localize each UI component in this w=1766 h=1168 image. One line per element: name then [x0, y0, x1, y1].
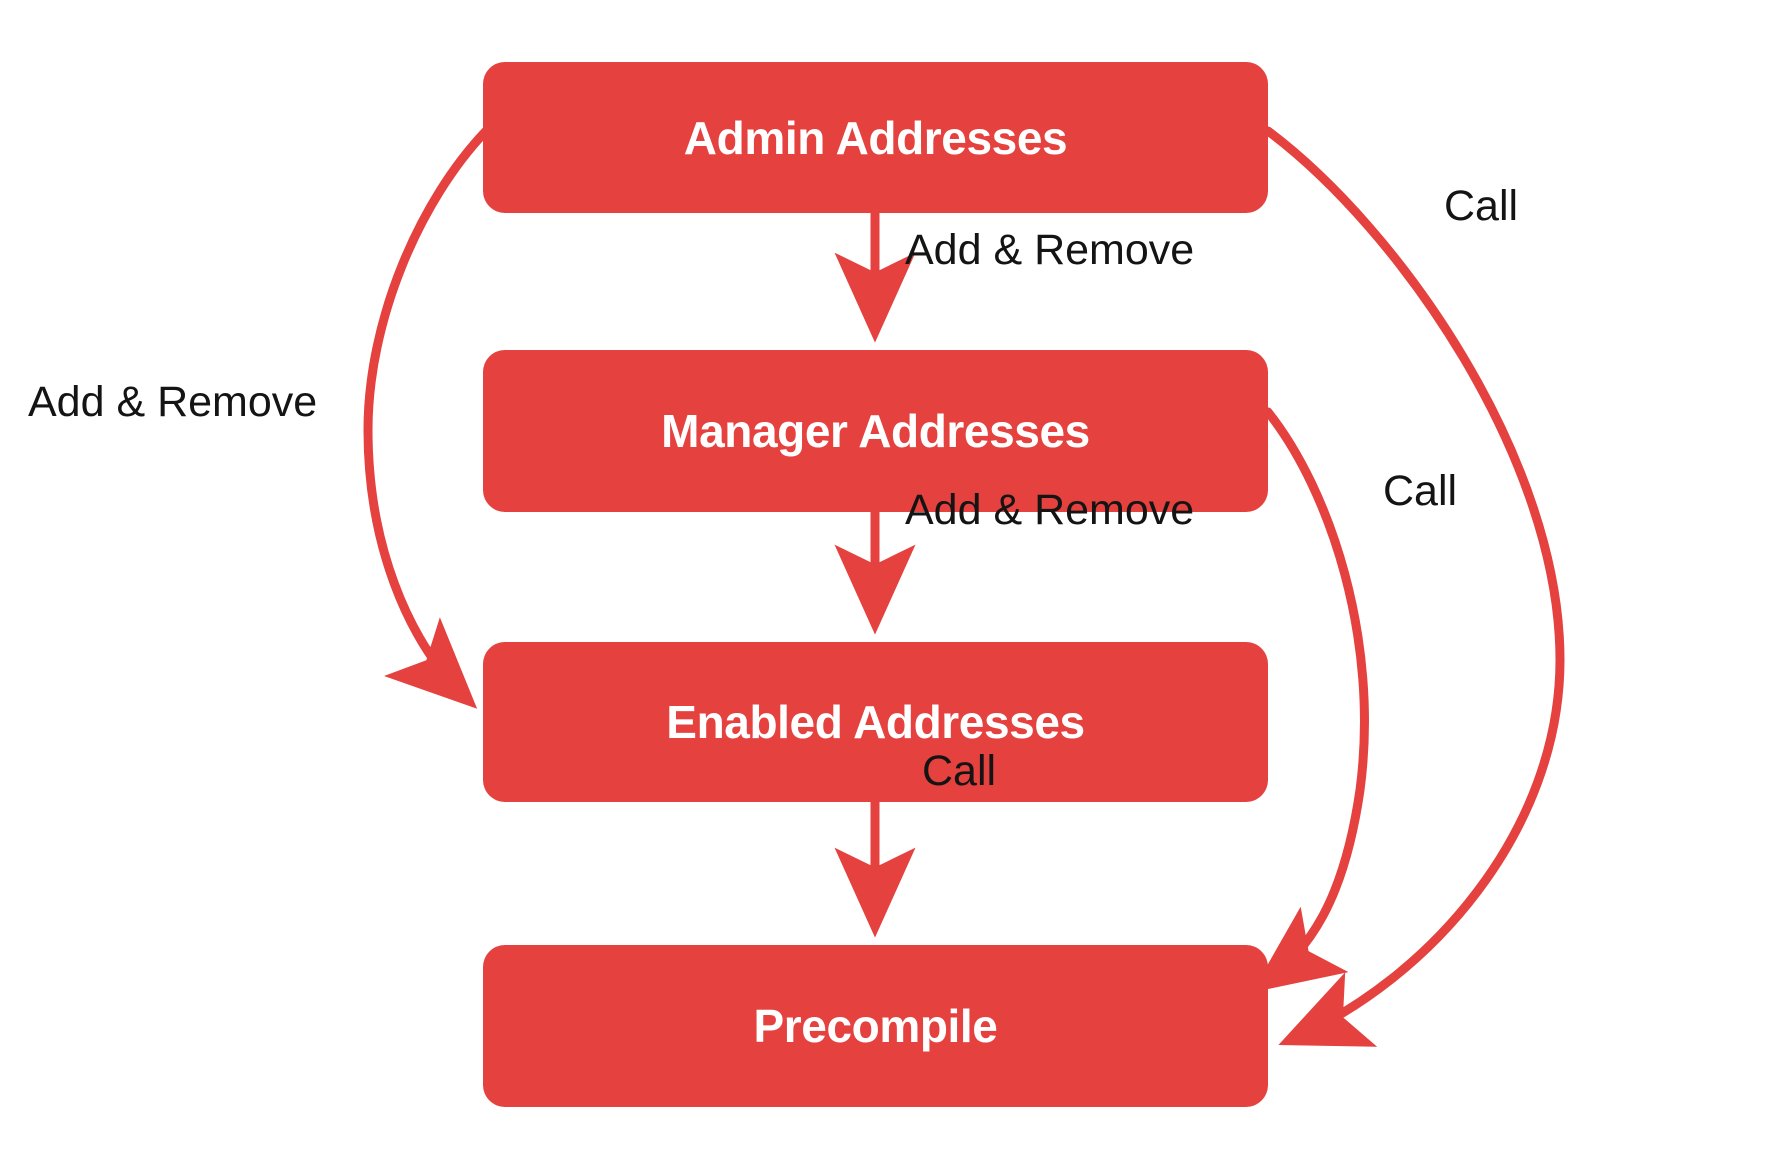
edge-label-admin-to-precompile: Call	[1444, 182, 1519, 230]
node-precompile[interactable]: Precompile	[483, 945, 1268, 1107]
edge-admin-to-enabled	[363, 126, 491, 709]
node-enabled-addresses-label: Enabled Addresses	[666, 696, 1085, 748]
node-manager-addresses[interactable]: Manager Addresses	[483, 350, 1268, 512]
edge-admin-to-precompile	[1263, 126, 1565, 1047]
edge-manager-to-precompile	[1251, 407, 1369, 993]
node-precompile-label: Precompile	[753, 1000, 998, 1052]
node-manager-addresses-label: Manager Addresses	[661, 405, 1090, 457]
node-enabled-addresses[interactable]: Enabled Addresses	[483, 642, 1268, 802]
edge-label-manager-to-enabled: Add & Remove	[905, 486, 1195, 534]
edge-label-admin-to-enabled: Add & Remove	[28, 378, 318, 426]
edge-label-admin-to-manager: Add & Remove	[905, 226, 1195, 274]
edge-label-manager-to-precompile: Call	[1383, 467, 1458, 515]
node-admin-addresses[interactable]: Admin Addresses	[483, 62, 1268, 213]
edge-label-enabled-to-precompile: Call	[922, 747, 997, 795]
node-admin-addresses-label: Admin Addresses	[683, 111, 1068, 164]
